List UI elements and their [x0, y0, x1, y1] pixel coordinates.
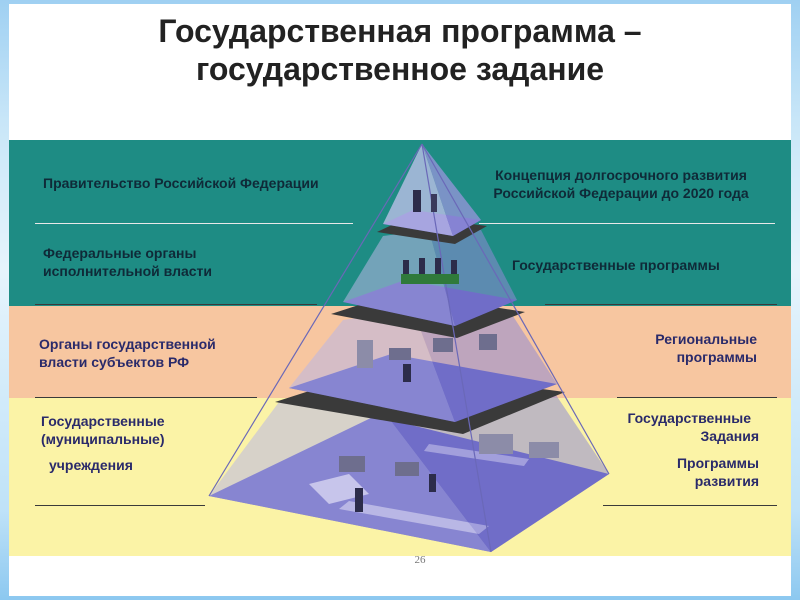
- divider-line: [35, 505, 205, 506]
- divider-line: [617, 397, 777, 398]
- page-number: 26: [414, 554, 426, 566]
- label-regional-programs-line-1: Региональные: [655, 331, 757, 347]
- title-line-1: Государственная программа –: [158, 13, 642, 49]
- office-figure: [429, 474, 436, 492]
- office-desk: [529, 442, 559, 458]
- pyramid-illustration: [208, 143, 610, 553]
- label-long-term-concept: Концепция долгосрочного развития Российс…: [461, 166, 781, 202]
- label-federal-line-1: Федеральные органы: [43, 245, 197, 261]
- office-desk: [479, 434, 513, 454]
- pyramid-face-left: [343, 230, 455, 326]
- office-desk: [433, 338, 453, 352]
- label-state-tasks: Государственные Задания: [589, 409, 759, 445]
- divider-line: [545, 304, 777, 305]
- label-institutions: Государственные (муниципальные) учрежден…: [41, 412, 165, 474]
- label-development-line-2: развития: [694, 473, 759, 489]
- divider-line: [479, 223, 775, 224]
- label-regional-programs-line-2: программы: [676, 349, 757, 365]
- office-figure: [403, 260, 409, 274]
- label-regional-line-1: Органы государственной: [39, 336, 216, 352]
- office-desk: [389, 348, 411, 360]
- label-regional-programs: Региональные программы: [599, 330, 757, 366]
- label-development-line-1: Программы: [676, 455, 759, 471]
- office-figure: [419, 258, 425, 274]
- pyramid-face-right: [429, 230, 517, 326]
- meeting-table: [401, 274, 459, 284]
- label-government: Правительство Российской Федерации: [43, 175, 319, 191]
- slide-title: Государственная программа – государствен…: [9, 12, 791, 88]
- divider-line: [603, 505, 777, 506]
- office-figure: [451, 260, 457, 274]
- divider-line: [35, 223, 353, 224]
- pyramid-edge: [208, 143, 423, 497]
- label-institutions-line-2: (муниципальные): [41, 431, 165, 447]
- label-regional-bodies: Органы государственной власти субъектов …: [39, 335, 216, 371]
- title-line-2: государственное задание: [195, 51, 605, 87]
- office-figure: [435, 258, 441, 274]
- label-regional-line-2: власти субъектов РФ: [39, 354, 190, 370]
- label-concept-line-2: Российской Федерации до 2020 года: [493, 185, 749, 201]
- office-figure: [403, 364, 411, 382]
- pyramid-edge: [421, 143, 610, 475]
- label-institutions-line-1: Государственные: [41, 413, 165, 429]
- office-desk: [357, 340, 373, 368]
- label-state-tasks-line-1: Государственные: [627, 410, 751, 426]
- pyramid-face-right: [369, 392, 609, 552]
- label-federal-bodies: Федеральные органы исполнительной власти: [43, 244, 212, 280]
- label-concept-line-1: Концепция долгосрочного развития: [495, 167, 747, 183]
- label-state-programs: Государственные программы: [512, 257, 720, 273]
- label-institutions-line-3: учреждения: [49, 457, 133, 473]
- label-federal-line-2: исполнительной власти: [43, 263, 213, 279]
- label-state-tasks-line-2: Задания: [700, 428, 759, 444]
- pyramid-apex-right: [422, 144, 481, 236]
- divider-line: [35, 397, 257, 398]
- office-figure: [355, 488, 363, 512]
- office-desk: [339, 456, 365, 472]
- office-desk: [479, 334, 497, 350]
- office-figure: [431, 194, 437, 212]
- office-desk: [395, 462, 419, 476]
- label-development-programs: Программы развития: [609, 454, 759, 490]
- office-figure: [413, 190, 421, 212]
- slide: Государственная программа – государствен…: [9, 4, 791, 596]
- divider-line: [35, 304, 317, 305]
